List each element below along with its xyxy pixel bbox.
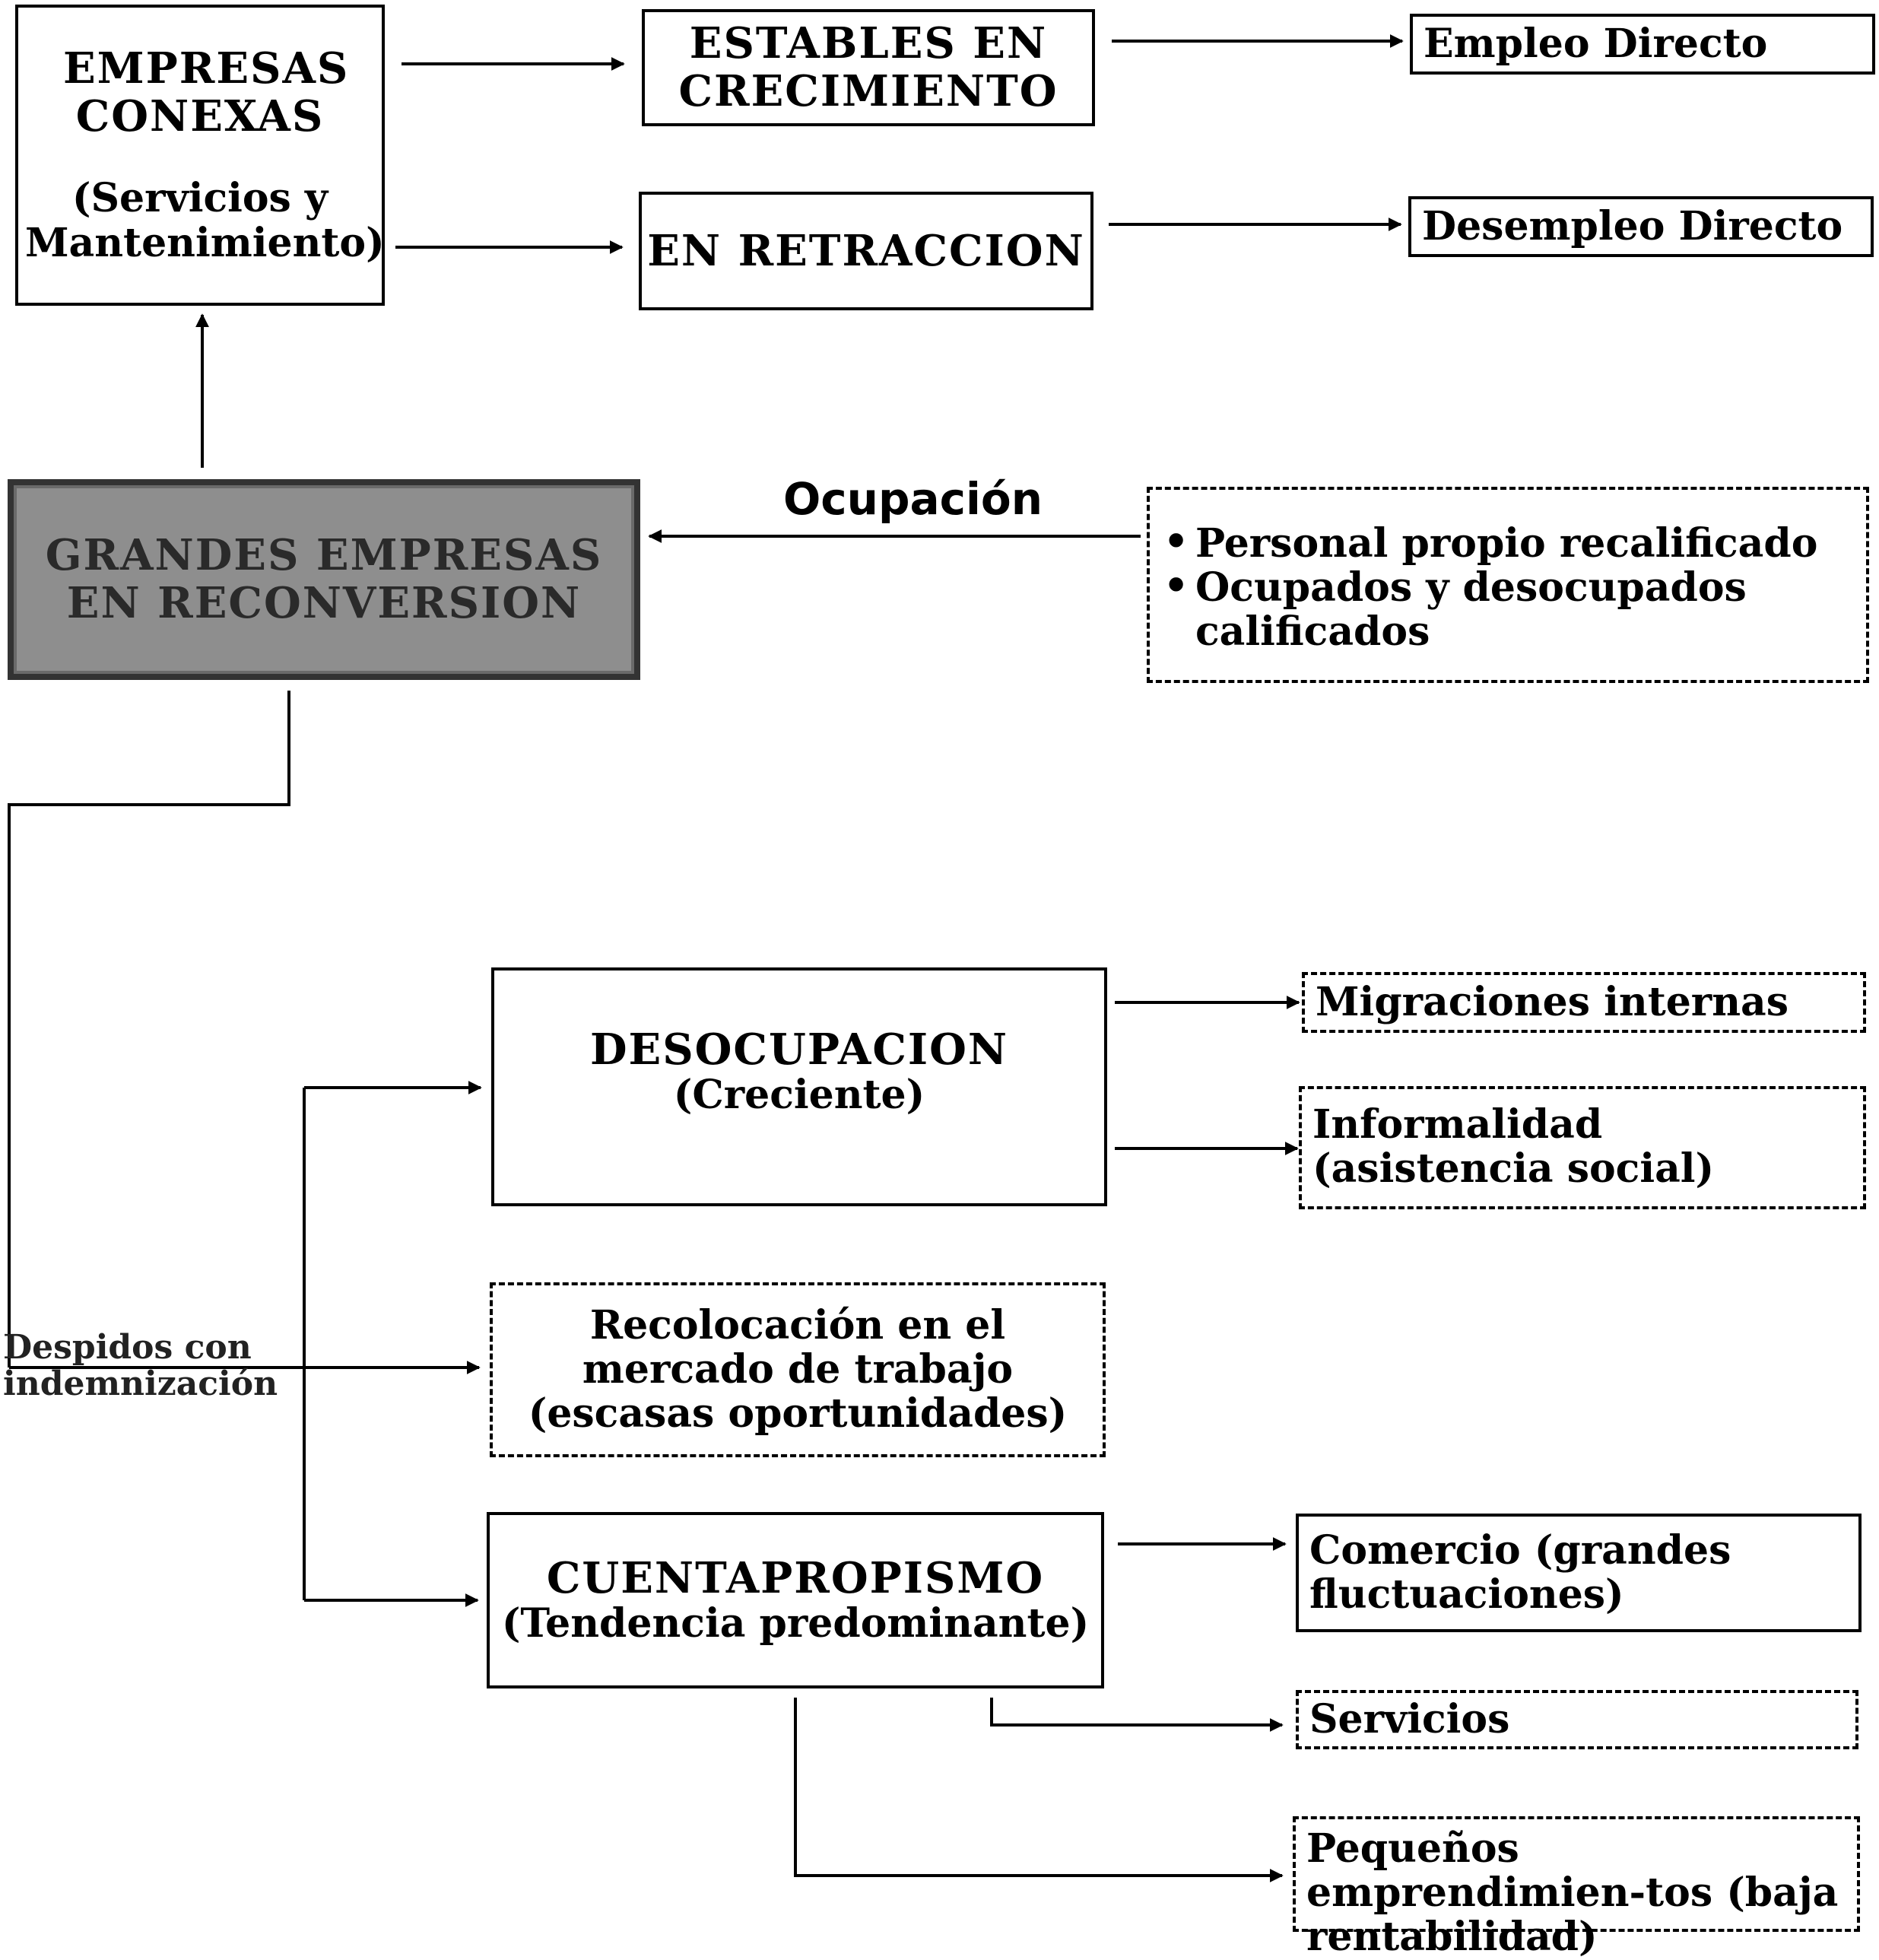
servicios-box: Servicios: [1296, 1690, 1858, 1749]
ocupacion-box: Personal propio recalificado Ocupados y …: [1147, 487, 1869, 683]
empresas-conexas-title: EMPRESAS CONEXAS: [63, 43, 350, 141]
empresas-conexas-subtitle: (Servicios y Mantenimiento): [25, 175, 385, 266]
arrow-cuentapropismo-to-pequenos: [794, 1698, 1284, 1882]
migraciones-label: Migraciones internas: [1316, 978, 1789, 1025]
comercio-box: Comercio (grandes fluctuaciones): [1296, 1514, 1862, 1632]
ocupacion-label: Ocupación: [783, 473, 1043, 525]
cuentapropismo-title: CUENTAPROPISMO: [546, 1552, 1045, 1603]
retraccion-box: EN RETRACCION: [639, 192, 1093, 310]
recolocacion-label: Recolocación en el mercado de trabajo (e…: [528, 1301, 1068, 1437]
connector-grandes-down: [8, 691, 290, 1368]
desempleo-label: Desempleo Directo: [1422, 202, 1843, 249]
desocupacion-title: DESOCUPACION: [589, 1024, 1009, 1075]
pequenos-label: Pequeños emprendimien-tos (baja rentabil…: [1306, 1825, 1839, 1960]
desocupacion-box: DESOCUPACION (Creciente): [491, 967, 1107, 1206]
ocupacion-list: Personal propio recalificado Ocupados y …: [1160, 520, 1817, 655]
cuentapropismo-box: CUENTAPROPISMO (Tendencia predominante): [487, 1512, 1104, 1688]
comercio-label: Comercio (grandes fluctuaciones): [1309, 1526, 1731, 1618]
empresas-conexas-box: EMPRESAS CONEXAS (Servicios y Mantenimie…: [15, 5, 385, 306]
arrow-cuentapropismo-to-servicios: [990, 1698, 1284, 1732]
grandes-empresas-box: GRANDES EMPRESAS EN RECONVERSION: [8, 479, 640, 680]
migraciones-box: Migraciones internas: [1302, 972, 1866, 1033]
estables-label: ESTABLES EN CRECIMIENTO: [678, 18, 1059, 116]
servicios-label: Servicios: [1309, 1695, 1510, 1742]
informalidad-label: Informalidad (asistencia social): [1312, 1101, 1715, 1193]
desocupacion-subtitle: (Creciente): [673, 1072, 925, 1119]
ocupacion-item: Ocupados y desocupados calificados: [1160, 564, 1758, 654]
grandes-empresas-label: GRANDES EMPRESAS EN RECONVERSION: [45, 530, 603, 628]
retraccion-label: EN RETRACCION: [647, 225, 1085, 276]
informalidad-box: Informalidad (asistencia social): [1299, 1086, 1866, 1209]
desempleo-box: Desempleo Directo: [1408, 196, 1874, 257]
ocupacion-item: Personal propio recalificado: [1160, 520, 1817, 566]
cuentapropismo-subtitle: (Tendencia predominante): [501, 1600, 1090, 1647]
recolocacion-box: Recolocación en el mercado de trabajo (e…: [490, 1282, 1106, 1457]
empleo-label: Empleo Directo: [1424, 20, 1768, 67]
pequenos-box: Pequeños emprendimien-tos (baja rentabil…: [1293, 1816, 1860, 1959]
estables-box: ESTABLES EN CRECIMIENTO: [642, 9, 1095, 126]
empleo-box: Empleo Directo: [1410, 14, 1875, 75]
despidos-label: Despidos con indemnización: [3, 1328, 278, 1404]
